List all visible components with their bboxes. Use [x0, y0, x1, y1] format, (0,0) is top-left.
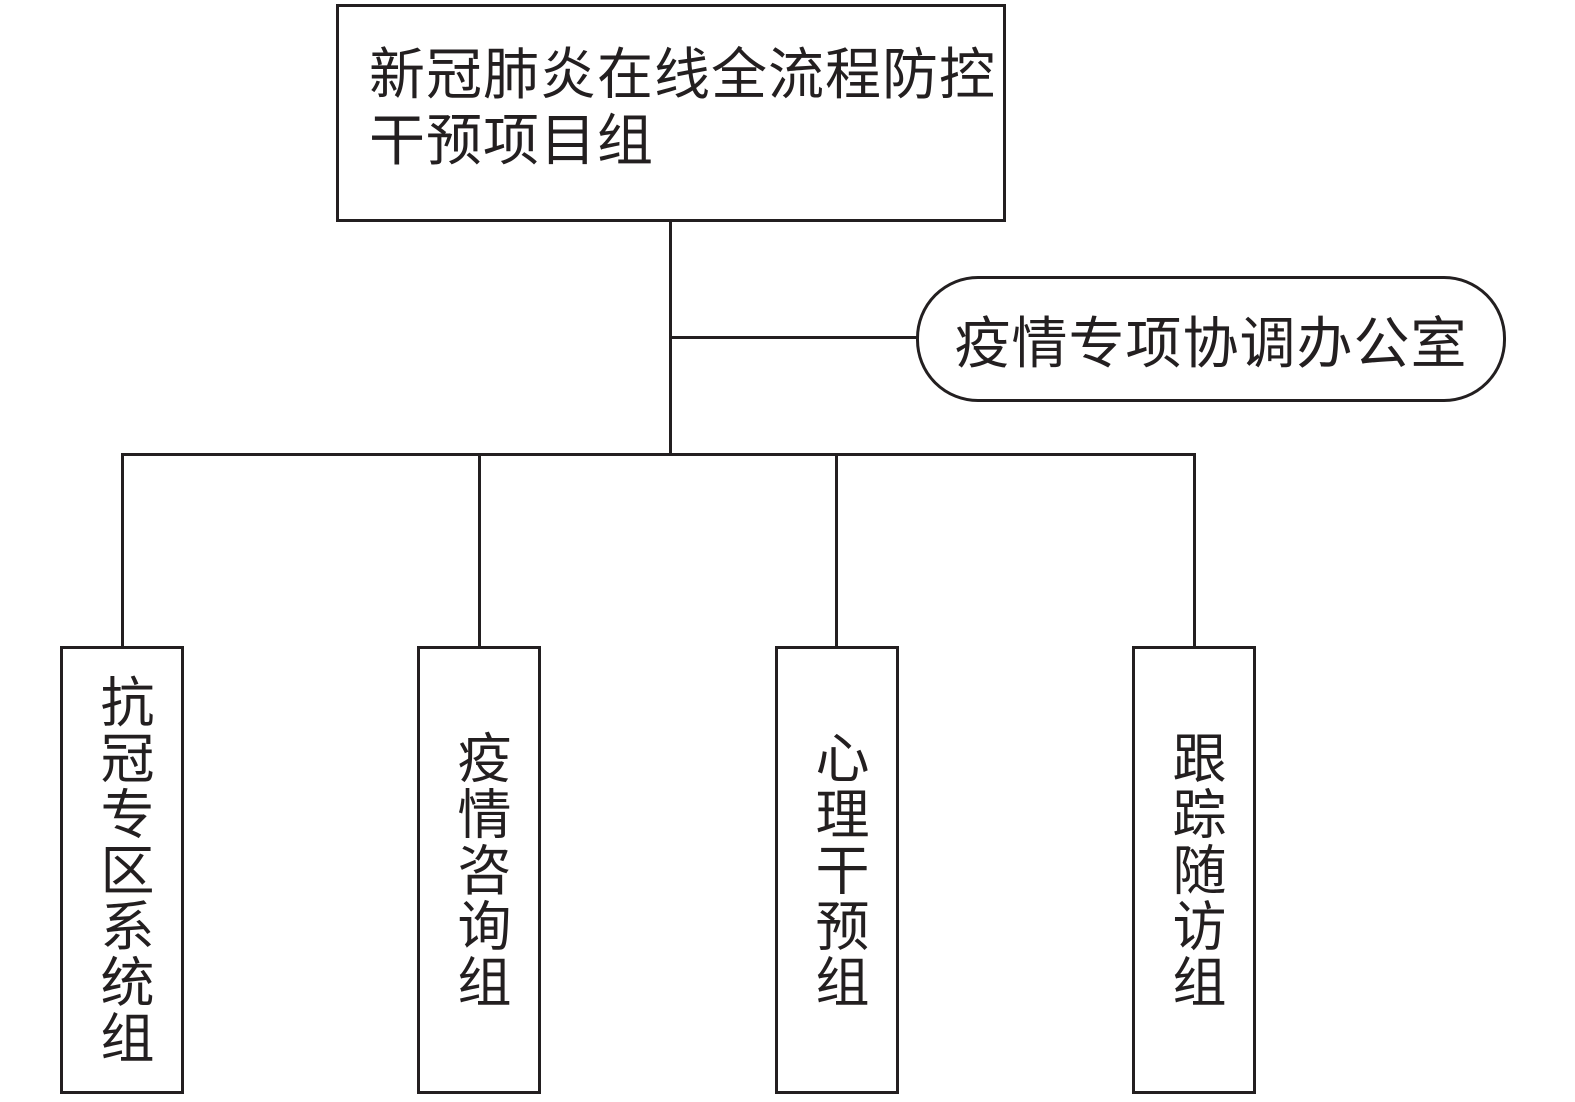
coordination-office-label: 疫情专项协调办公室 [954, 311, 1468, 377]
coordination-office-node: 疫情专项协调办公室 [916, 276, 1506, 402]
group-node-2: 疫情咨询组 [417, 646, 541, 1094]
group-1-drop-line [121, 453, 124, 647]
group-node-2-label: 疫情咨询组 [448, 730, 511, 1010]
group-node-4: 跟踪随访组 [1132, 646, 1256, 1094]
root-node: 新冠肺炎在线全流程防控干预项目组 [336, 4, 1006, 222]
root-node-label: 新冠肺炎在线全流程防控干预项目组 [369, 43, 996, 174]
group-4-drop-line [1193, 453, 1196, 647]
group-3-drop-line [835, 453, 838, 647]
group-node-1: 抗冠专区系统组 [60, 646, 184, 1094]
groups-bus-line [121, 453, 1196, 456]
group-2-drop-line [478, 453, 481, 647]
office-connector-line [669, 336, 917, 339]
group-node-3: 心理干预组 [775, 646, 899, 1094]
group-node-3-label: 心理干预组 [806, 730, 869, 1010]
group-node-1-label: 抗冠专区系统组 [91, 674, 154, 1066]
group-node-4-label: 跟踪随访组 [1163, 730, 1226, 1010]
